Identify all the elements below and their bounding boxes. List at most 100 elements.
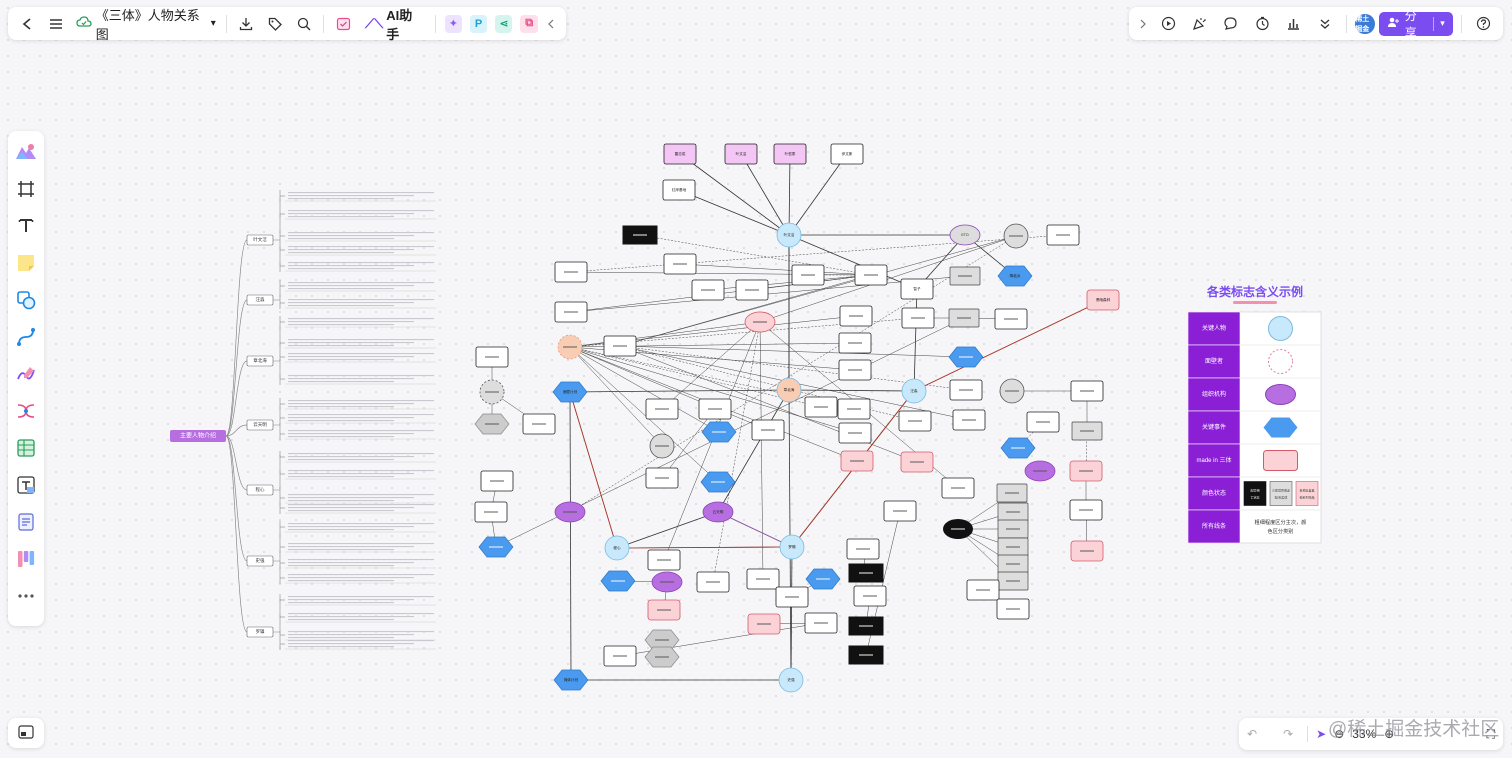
graph-node[interactable]: 章北海: [776, 377, 802, 403]
mindmap-note[interactable]: [285, 192, 436, 202]
graph-node[interactable]: [838, 422, 872, 444]
mindmap-note[interactable]: [285, 453, 436, 463]
graph-node[interactable]: [804, 612, 838, 634]
graph-node[interactable]: 红岸基地: [662, 179, 696, 201]
mindmap-branch[interactable]: 汪淼: [246, 294, 274, 306]
mindmap-branch[interactable]: 云天明: [246, 419, 274, 431]
select-cursor-icon[interactable]: ➤: [1316, 727, 1327, 741]
more-chevrons-icon[interactable]: [1311, 11, 1338, 37]
graph-node[interactable]: [839, 305, 873, 327]
graph-node[interactable]: [603, 335, 637, 357]
minimap-toggle[interactable]: [8, 718, 44, 748]
mindmap-note[interactable]: [285, 470, 436, 480]
mindmap-branch[interactable]: 程心: [246, 484, 274, 496]
graph-node[interactable]: [1069, 499, 1103, 521]
kanban-icon[interactable]: [12, 544, 40, 574]
mindmap-note[interactable]: [285, 640, 436, 650]
graph-node[interactable]: [996, 483, 1028, 503]
help-icon[interactable]: [1470, 11, 1497, 37]
document-title[interactable]: 《三体》人物关系图 ▾: [72, 5, 220, 43]
tag-icon[interactable]: [262, 11, 289, 37]
mindmap-note[interactable]: [285, 631, 436, 641]
graph-node[interactable]: [996, 598, 1030, 620]
graph-node[interactable]: 叶文洁: [724, 143, 758, 165]
graph-node[interactable]: [735, 279, 769, 301]
graph-node[interactable]: [941, 477, 975, 499]
graph-node[interactable]: [838, 332, 872, 354]
graph-node[interactable]: [966, 579, 1000, 601]
graph-node[interactable]: [997, 571, 1029, 591]
mindmap-note[interactable]: [285, 414, 436, 424]
graph-node[interactable]: [1024, 460, 1056, 482]
mindmap-note[interactable]: [285, 210, 436, 220]
graph-node[interactable]: [700, 471, 736, 493]
mindmap-note[interactable]: [285, 613, 436, 623]
graph-node[interactable]: [522, 413, 556, 435]
graph-node[interactable]: [838, 359, 872, 381]
graph-node[interactable]: 罗辑: [779, 534, 805, 560]
mindmap-note[interactable]: [285, 400, 436, 410]
mindmap-branch[interactable]: 叶文洁: [246, 234, 274, 246]
graph-node[interactable]: [649, 433, 675, 459]
graph-node[interactable]: [949, 266, 981, 286]
graph-node[interactable]: 史强: [778, 667, 804, 693]
graph-node[interactable]: [949, 379, 983, 401]
templates-icon[interactable]: [12, 137, 40, 167]
graph-node[interactable]: [696, 571, 730, 593]
graph-node[interactable]: 云天明: [702, 501, 734, 523]
mindmap-note[interactable]: [285, 246, 436, 256]
graph-node[interactable]: [997, 554, 1029, 574]
sticky-note-icon[interactable]: [12, 248, 40, 278]
graph-node[interactable]: [746, 568, 780, 590]
graph-node[interactable]: 降临派: [997, 265, 1033, 287]
mindmap-root[interactable]: 主要人物介绍: [170, 430, 226, 442]
graph-node[interactable]: [698, 398, 732, 420]
mindmap-note[interactable]: [285, 299, 436, 309]
graph-node[interactable]: 叶哲泰: [773, 143, 807, 165]
graph-node[interactable]: [1026, 411, 1060, 433]
undo-icon[interactable]: ↶: [1247, 727, 1258, 741]
mindmap-branch[interactable]: 章北海: [246, 355, 274, 367]
expand-icon[interactable]: [1135, 11, 1151, 37]
text-box-icon[interactable]: [12, 470, 40, 500]
graph-node[interactable]: [846, 538, 880, 560]
graph-node[interactable]: 黑暗森林: [1086, 289, 1120, 311]
graph-node[interactable]: [651, 571, 683, 593]
pen-icon[interactable]: [12, 359, 40, 389]
legend-row[interactable]: made in 三体: [1187, 443, 1321, 478]
graph-node[interactable]: [645, 398, 679, 420]
mindmap-note[interactable]: [285, 318, 436, 328]
graph-node[interactable]: [948, 346, 984, 368]
graph-node[interactable]: [883, 500, 917, 522]
graph-node[interactable]: [775, 586, 809, 608]
graph-node[interactable]: [663, 253, 697, 275]
mindmap-note[interactable]: [285, 504, 436, 514]
graph-node[interactable]: [647, 549, 681, 571]
graph-node[interactable]: 叶文洁: [776, 222, 802, 248]
mindmap-note[interactable]: [285, 574, 436, 584]
graph-node[interactable]: 智子: [900, 278, 934, 300]
mindmap-note[interactable]: [285, 430, 436, 440]
chevron-down-icon[interactable]: ▾: [1440, 18, 1445, 28]
graph-node[interactable]: [848, 616, 884, 636]
back-icon[interactable]: [14, 11, 41, 37]
ai-assistant-button[interactable]: ⟋⟍ AI助手: [359, 5, 429, 43]
mindmap-note[interactable]: [285, 494, 436, 504]
more-tools-icon[interactable]: [12, 581, 40, 611]
graph-node[interactable]: [997, 537, 1029, 557]
mindmap-note[interactable]: [285, 339, 436, 349]
graph-node[interactable]: [804, 396, 838, 418]
graph-node[interactable]: [1070, 540, 1104, 562]
download-icon[interactable]: [233, 11, 260, 37]
legend-row[interactable]: 关键人物: [1187, 311, 1321, 346]
fit-screen-icon[interactable]: ⛶: [1486, 726, 1495, 741]
graph-node[interactable]: [691, 279, 725, 301]
graph-node[interactable]: [1046, 224, 1080, 246]
collapse-toolbar-icon[interactable]: [543, 11, 560, 37]
mindmap-note[interactable]: [285, 282, 436, 292]
mindmap-branch[interactable]: 史强: [246, 555, 274, 567]
image-plugin-icon[interactable]: ✦: [444, 14, 462, 33]
graph-node[interactable]: [744, 311, 776, 333]
mindmap-note[interactable]: [285, 523, 436, 533]
